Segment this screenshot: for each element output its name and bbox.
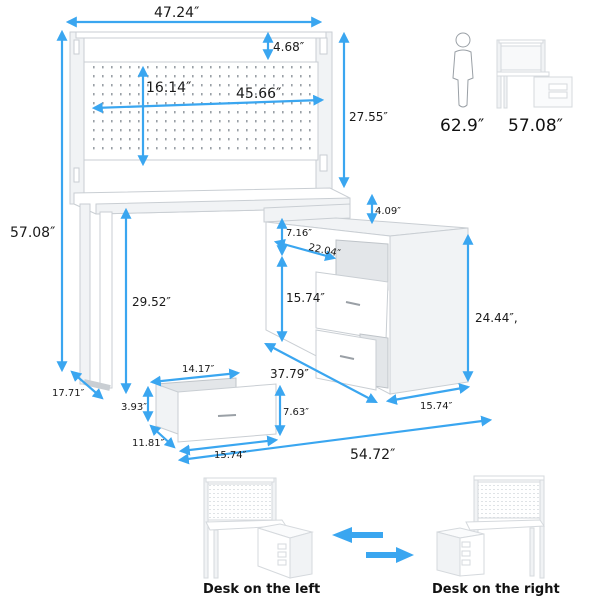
label-desk-depth: 17.71″ (52, 388, 85, 399)
desk-right-configuration-icon (436, 475, 545, 579)
label-drawer-inner-width: 14.17″ (182, 364, 215, 375)
arrow-drawer-inner-width (149, 368, 241, 387)
person-silhouette-icon (452, 32, 474, 108)
label-drawer-outer-height: 7.63″ (283, 407, 309, 418)
arrow-drawer-depth (149, 424, 176, 449)
label-desk-height: 29.52″ (132, 295, 171, 309)
label-pegboard-width: 45.66″ (236, 86, 281, 102)
under-shelf (263, 203, 351, 223)
desk-left-configuration-icon (203, 477, 314, 579)
drawer-side (155, 383, 179, 435)
caption-desk-on-left: Desk on the left (203, 582, 320, 597)
arrow-cabinet-width (385, 383, 471, 405)
desk-left-leg-back (79, 203, 91, 385)
cabinet-drawer-1 (315, 271, 389, 341)
label-desk-total-height: 57.08″ (508, 116, 563, 136)
label-pegboard-height: 16.14″ (146, 80, 191, 96)
hutch-top-shelf (75, 31, 327, 39)
swap-arrows-icon (332, 527, 414, 563)
label-cabinet-top-height: 7.16″ (286, 228, 312, 239)
arrow-right-icon (366, 547, 414, 563)
label-under-shelf-gap: 4.09″ (375, 206, 401, 217)
label-overall-height: 57.08″ (10, 225, 55, 241)
label-cabinet-width: 15.74″ (420, 401, 453, 412)
label-cabinet-length: 37.79″ (270, 367, 309, 381)
arrow-desk-depth (70, 370, 104, 400)
dimension-labels: 47.24″ 4.68″ 16.14″ 45.66″ 27.55″ 57.08″… (10, 5, 518, 463)
cabinet-drawer-2 (315, 329, 377, 391)
label-total-length: 54.72″ (350, 447, 395, 463)
label-person-height: 62.9″ (440, 116, 484, 136)
label-drawer-inner-height: 3.93″ (121, 402, 147, 413)
label-cabinet-height: 24.44″, (475, 311, 518, 325)
label-hutch-height: 27.55″ (349, 110, 388, 124)
arrow-cabinet-length (264, 342, 378, 404)
arrow-cabinet-top-depth (273, 239, 337, 261)
arrow-drawer-front-width (178, 435, 279, 456)
drawer-handle (217, 414, 237, 417)
desk-left-leg-front (99, 211, 113, 389)
orientation-left: Desk on the left (203, 477, 320, 597)
label-drawer-section-height: 15.74″ (286, 291, 325, 305)
height-comparison: 62.9″ 57.08″ (440, 32, 573, 136)
arrow-left-icon (332, 527, 383, 543)
label-drawer-front-width: 15.74″ (214, 450, 247, 461)
cabinet-side (389, 227, 469, 395)
caption-desk-on-right: Desk on the right (432, 582, 560, 597)
desk-thumbnail-icon (496, 39, 573, 109)
orientation-right: Desk on the right (432, 475, 560, 597)
drawer-front (177, 383, 277, 443)
arrow-pegboard-width (91, 94, 325, 114)
dimension-arrows (56, 16, 493, 465)
drawer-illustration (155, 377, 277, 443)
pegboard-holes (88, 66, 314, 156)
label-overall-width: 47.24″ (154, 5, 199, 21)
label-drawer-depth: 11.81″ (132, 438, 165, 449)
label-hutch-top-gap: 4.68″ (273, 40, 305, 54)
